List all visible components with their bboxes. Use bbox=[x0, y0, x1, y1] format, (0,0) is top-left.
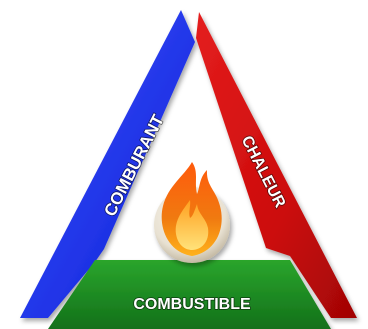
combustible-side bbox=[48, 260, 331, 329]
combustible-label: COMBUSTIBLE bbox=[133, 296, 251, 313]
chaleur-side bbox=[196, 12, 357, 318]
comburant-side bbox=[20, 10, 195, 318]
fire-icon bbox=[154, 162, 230, 263]
